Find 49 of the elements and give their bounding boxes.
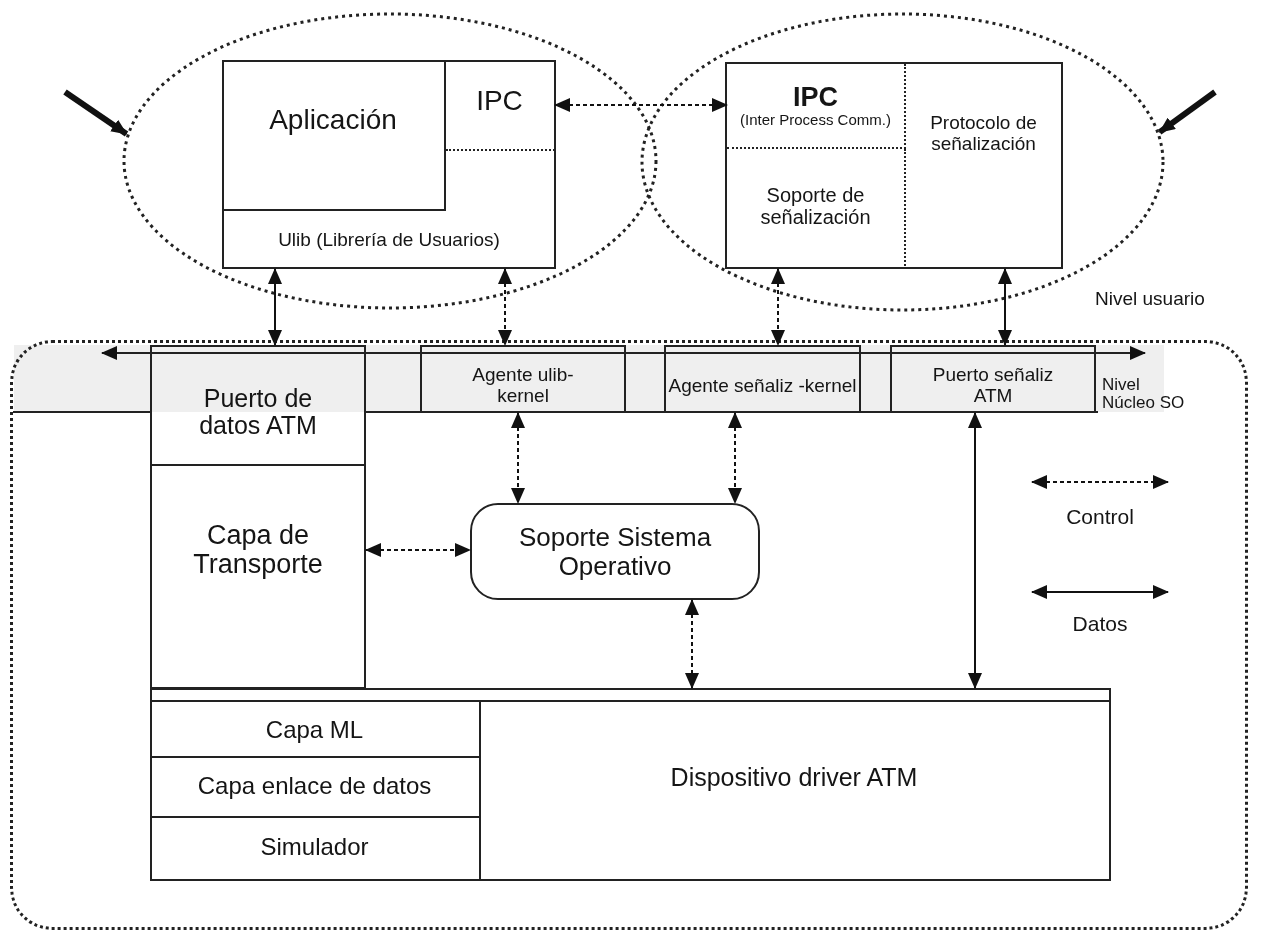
box-label: Agente ulib-kernel (471, 365, 575, 407)
box-label: Simulador (260, 833, 369, 860)
dotted-region (10, 340, 1248, 930)
process-box (725, 62, 1063, 269)
box-label: Capa ML (265, 717, 364, 743)
bidirectional-arrow (998, 268, 1012, 346)
bidirectional-arrow (365, 543, 471, 557)
bidirectional-arrow (554, 98, 728, 112)
process-box (890, 345, 1096, 413)
bidirectional-arrow (511, 412, 525, 504)
process-box (727, 64, 906, 149)
box-label: Dispositivo driver ATM (670, 763, 918, 791)
process-box (222, 60, 446, 211)
box-label: Ulib (Librería de Usuarios) (278, 229, 500, 251)
process-box (222, 60, 556, 269)
arrow (1157, 89, 1217, 135)
rounded-process-box (470, 503, 760, 600)
process-box (664, 345, 861, 413)
arrow (63, 89, 129, 137)
bidirectional-arrow (728, 412, 742, 504)
box-label: Soporte Sistema Operativo (517, 523, 713, 580)
legend-label: Datos (1071, 612, 1129, 636)
box-label: Puerto de datos ATM (198, 384, 318, 439)
box-label: Protocolo de señalización (929, 113, 1038, 155)
dotted-ellipse (122, 12, 658, 310)
process-box (150, 688, 1111, 881)
bidirectional-arrow (268, 268, 282, 346)
bidirectional-arrow (968, 412, 982, 689)
process-box (420, 345, 626, 413)
box-label: IPC (793, 82, 838, 112)
legend-label: Control (1065, 505, 1135, 529)
box-label: Soporte de señalización (759, 185, 872, 229)
box-label: (Inter Process Comm.) (740, 112, 891, 129)
box-label: Aplicación (269, 104, 397, 136)
process-box (150, 465, 366, 689)
box-label: Puerto señaliz ATM (932, 365, 1054, 407)
box-label: Capa enlace de datos (197, 773, 432, 799)
bidirectional-arrow (685, 599, 699, 689)
box-label: Capa de Transporte (192, 520, 324, 580)
box-label: IPC (476, 85, 523, 117)
process-box (150, 756, 481, 818)
level-label: Nivel usuario (1095, 288, 1205, 310)
level-label: Nivel Núcleo SO (1102, 376, 1186, 412)
process-box (150, 700, 481, 758)
process-box (727, 149, 906, 269)
bidirectional-arrow (771, 268, 785, 346)
bidirectional-arrow (498, 268, 512, 346)
process-box (150, 345, 366, 466)
box-label: Agente señaliz -kernel (668, 375, 857, 397)
